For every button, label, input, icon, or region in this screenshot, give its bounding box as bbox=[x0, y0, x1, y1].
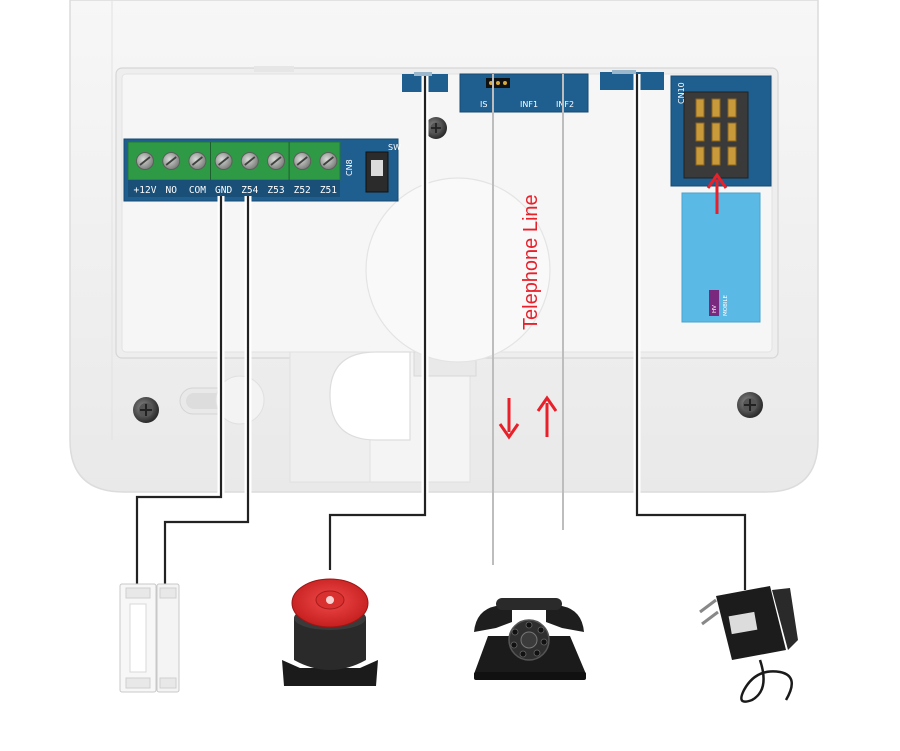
sim-contact-pin bbox=[695, 98, 705, 118]
sim-card: HV MOBILE bbox=[681, 192, 761, 323]
sim-contact-pin bbox=[695, 122, 705, 142]
dip-switch: SW bbox=[365, 143, 401, 193]
terminal-screw-icon bbox=[293, 152, 312, 170]
arrow-down-icon bbox=[498, 398, 520, 440]
terminal-screw-icon bbox=[136, 152, 154, 170]
door-sensor-icon bbox=[119, 583, 180, 693]
screw-icon bbox=[737, 392, 763, 418]
terminal-label: Z52 bbox=[294, 185, 311, 196]
sim-contact-pin bbox=[727, 98, 737, 118]
terminal-block: +12V NO COM GND Z54 Z53 Z52 Z51 SW CN8 bbox=[123, 138, 401, 202]
phone-port-label-is: IS bbox=[480, 100, 487, 109]
terminal-label: +12V bbox=[134, 185, 157, 196]
terminal-label: Z51 bbox=[320, 185, 337, 196]
siren-icon bbox=[282, 578, 378, 686]
sim-contact-pin bbox=[711, 146, 721, 166]
terminal-screw-icon bbox=[240, 152, 259, 170]
sim-contact-pin bbox=[727, 146, 737, 166]
arrow-up-icon bbox=[706, 172, 728, 214]
terminal-label: Z53 bbox=[267, 185, 284, 196]
terminal-label: Z54 bbox=[241, 185, 258, 196]
arrow-up-icon bbox=[536, 395, 558, 437]
connector-label: CN8 bbox=[345, 159, 354, 176]
sim-contact-pin bbox=[695, 146, 705, 166]
switch-label: SW bbox=[388, 143, 401, 152]
sim-contact-pin bbox=[711, 98, 721, 118]
screw-icon bbox=[133, 397, 159, 423]
terminal-screw-icon bbox=[267, 152, 285, 170]
top-connector bbox=[600, 70, 664, 90]
telephone-icon bbox=[474, 598, 586, 680]
sim-contact-pin bbox=[727, 122, 737, 142]
power-adapter-icon bbox=[699, 570, 798, 703]
terminal-screw-icon bbox=[319, 152, 338, 170]
terminal-label: GND bbox=[215, 185, 232, 196]
sim-card-subtext: MOBILE bbox=[723, 294, 729, 316]
sim-card-text: HV bbox=[712, 305, 718, 313]
housing-circular-recess bbox=[365, 177, 551, 363]
terminal-label: NO bbox=[165, 185, 177, 196]
phone-port-label-inf2: INF2 bbox=[556, 100, 574, 109]
wiring bbox=[133, 74, 749, 584]
phone-port-label-inf1: INF1 bbox=[520, 100, 538, 109]
telephone-line-label: Telephone Line bbox=[520, 194, 542, 330]
phone-port-board: IS INF1 INF2 bbox=[459, 73, 589, 113]
sim-contact-pin bbox=[711, 122, 721, 142]
terminal-screw-icon bbox=[162, 152, 181, 170]
terminal-screw-icon bbox=[188, 152, 207, 170]
screw-icon bbox=[425, 117, 447, 139]
sim-slot-label: CN10 bbox=[677, 82, 686, 104]
terminal-label: COM bbox=[189, 185, 206, 196]
sim-slot: CN10 bbox=[670, 75, 772, 187]
terminal-screw-icon bbox=[214, 152, 233, 170]
